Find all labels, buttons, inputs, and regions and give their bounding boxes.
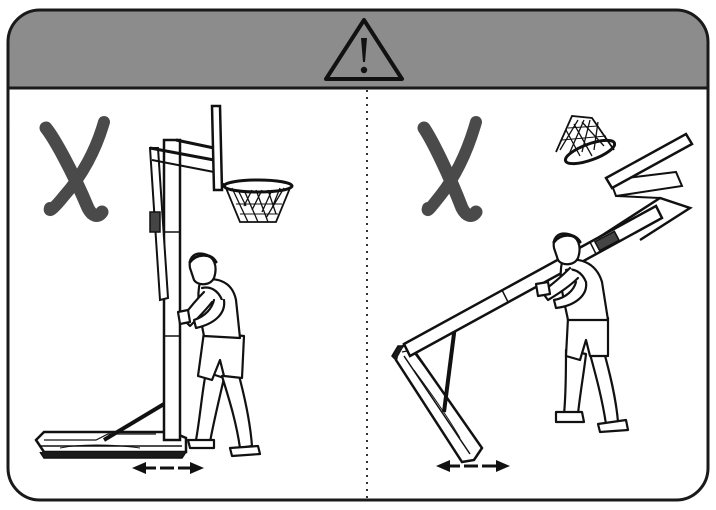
x-mark-icon bbox=[46, 122, 104, 215]
hoop-pole-tilted bbox=[404, 206, 662, 356]
scene-right bbox=[392, 116, 692, 472]
x-mark-icon bbox=[424, 122, 476, 215]
player-pushing bbox=[178, 254, 260, 456]
warning-header bbox=[8, 10, 708, 88]
move-arrow-icon bbox=[436, 460, 510, 472]
backboard bbox=[212, 106, 222, 190]
rim-and-net bbox=[222, 180, 292, 222]
scene-left bbox=[36, 106, 292, 474]
rim-and-net bbox=[556, 116, 617, 168]
hoop-base-tilted bbox=[392, 342, 482, 462]
move-arrow-icon bbox=[132, 462, 204, 474]
